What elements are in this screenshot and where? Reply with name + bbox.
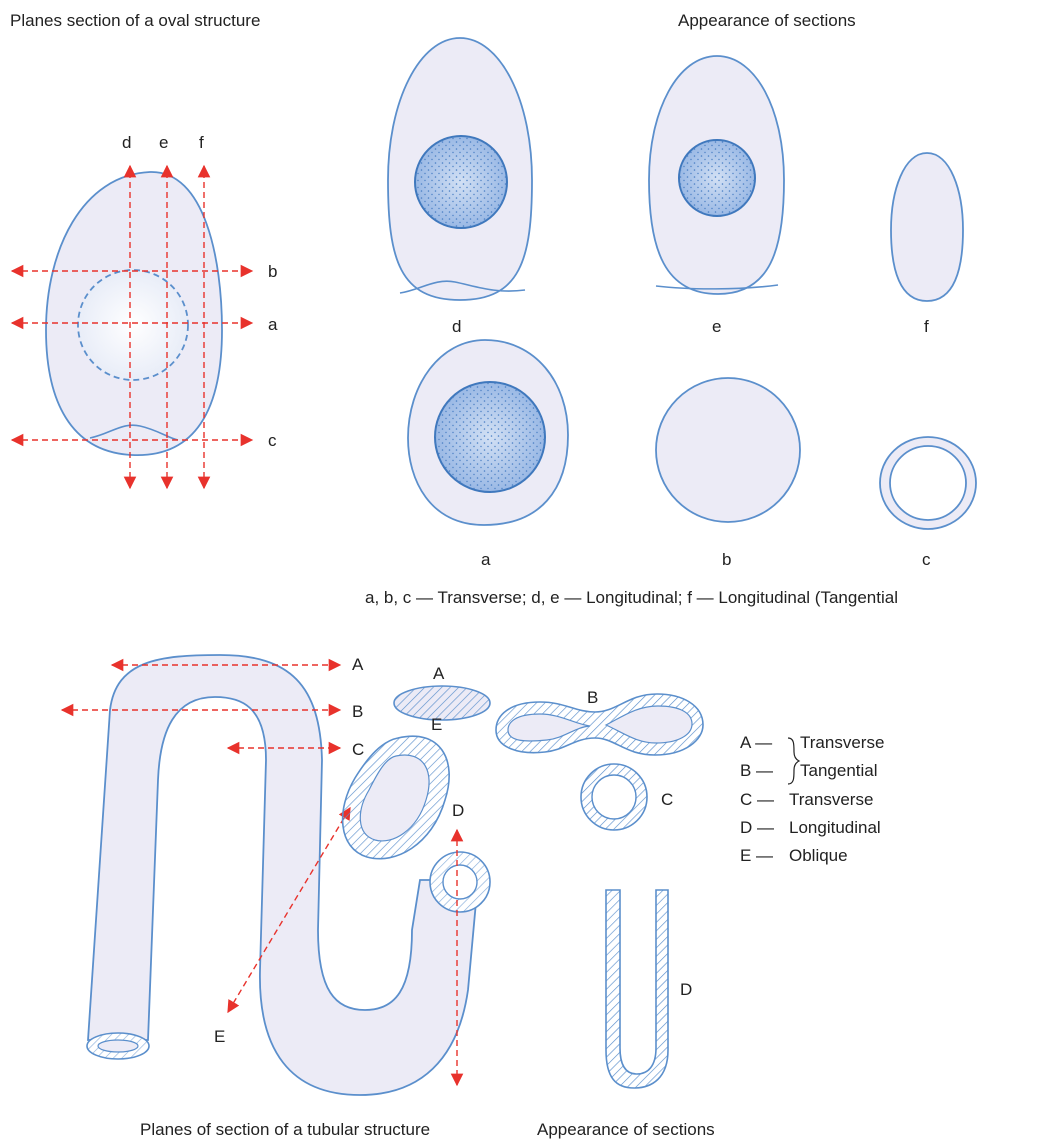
plane-label-d: d bbox=[122, 133, 131, 152]
section-d bbox=[388, 38, 532, 300]
legend-key-B: B — bbox=[740, 761, 773, 780]
tube-plane-label-D: D bbox=[452, 801, 464, 820]
legend-brace bbox=[788, 738, 799, 784]
tube-caption-right: Appearance of sections bbox=[537, 1120, 715, 1139]
oval-planes-title: Planes section of a oval structure bbox=[10, 11, 260, 30]
tube-section-B bbox=[496, 694, 703, 755]
section-a bbox=[408, 340, 568, 525]
tube-section-C bbox=[581, 764, 647, 830]
tube-plane-label-A: A bbox=[352, 655, 364, 674]
tube-section-label-C: C bbox=[661, 790, 673, 809]
legend-key-D: D — bbox=[740, 818, 774, 837]
section-b bbox=[656, 378, 800, 522]
legend-key-C: C — bbox=[740, 790, 774, 809]
section-label-e: e bbox=[712, 317, 721, 336]
nucleus-outline bbox=[78, 270, 188, 380]
tube-section-label-D: D bbox=[680, 980, 692, 999]
tube-section-D bbox=[606, 890, 668, 1088]
oval-caption: a, b, c — Transverse; d, e — Longitudina… bbox=[365, 588, 898, 607]
oval-appearance-title: Appearance of sections bbox=[678, 11, 856, 30]
legend-key-A: A — bbox=[740, 733, 772, 752]
legend-key-E: E — bbox=[740, 846, 773, 865]
section-f bbox=[891, 153, 963, 301]
tube-plane-label-E: E bbox=[214, 1027, 225, 1046]
legend-text-B: Tangential bbox=[800, 761, 878, 780]
section-e bbox=[649, 56, 784, 294]
legend-text-E: Oblique bbox=[789, 846, 848, 865]
plane-label-e: e bbox=[159, 133, 168, 152]
legend-text-C: Transverse bbox=[789, 790, 873, 809]
legend-text-A: Transverse bbox=[800, 733, 884, 752]
oval-structure bbox=[46, 172, 222, 455]
tube-caption-left: Planes of section of a tubular structure bbox=[140, 1120, 430, 1139]
section-label-c: c bbox=[922, 550, 931, 569]
tube-section-label-A: A bbox=[433, 664, 445, 683]
tube-section-label-B: B bbox=[587, 688, 598, 707]
section-label-b: b bbox=[722, 550, 731, 569]
tube-legend: A — Transverse B — Tangential C — Transv… bbox=[740, 733, 884, 865]
tube-plane-label-B: B bbox=[352, 702, 363, 721]
plane-label-b: b bbox=[268, 262, 277, 281]
legend-text-D: Longitudinal bbox=[789, 818, 881, 837]
plane-label-c: c bbox=[268, 431, 277, 450]
section-label-f: f bbox=[924, 317, 929, 336]
plane-label-f: f bbox=[199, 133, 204, 152]
tube-plane-label-C: C bbox=[352, 740, 364, 759]
tube-section-label-E: E bbox=[431, 715, 442, 734]
section-c bbox=[880, 437, 976, 529]
tube-structure bbox=[87, 655, 490, 1095]
plane-label-a: a bbox=[268, 315, 278, 334]
section-label-d: d bbox=[452, 317, 461, 336]
section-label-a: a bbox=[481, 550, 491, 569]
